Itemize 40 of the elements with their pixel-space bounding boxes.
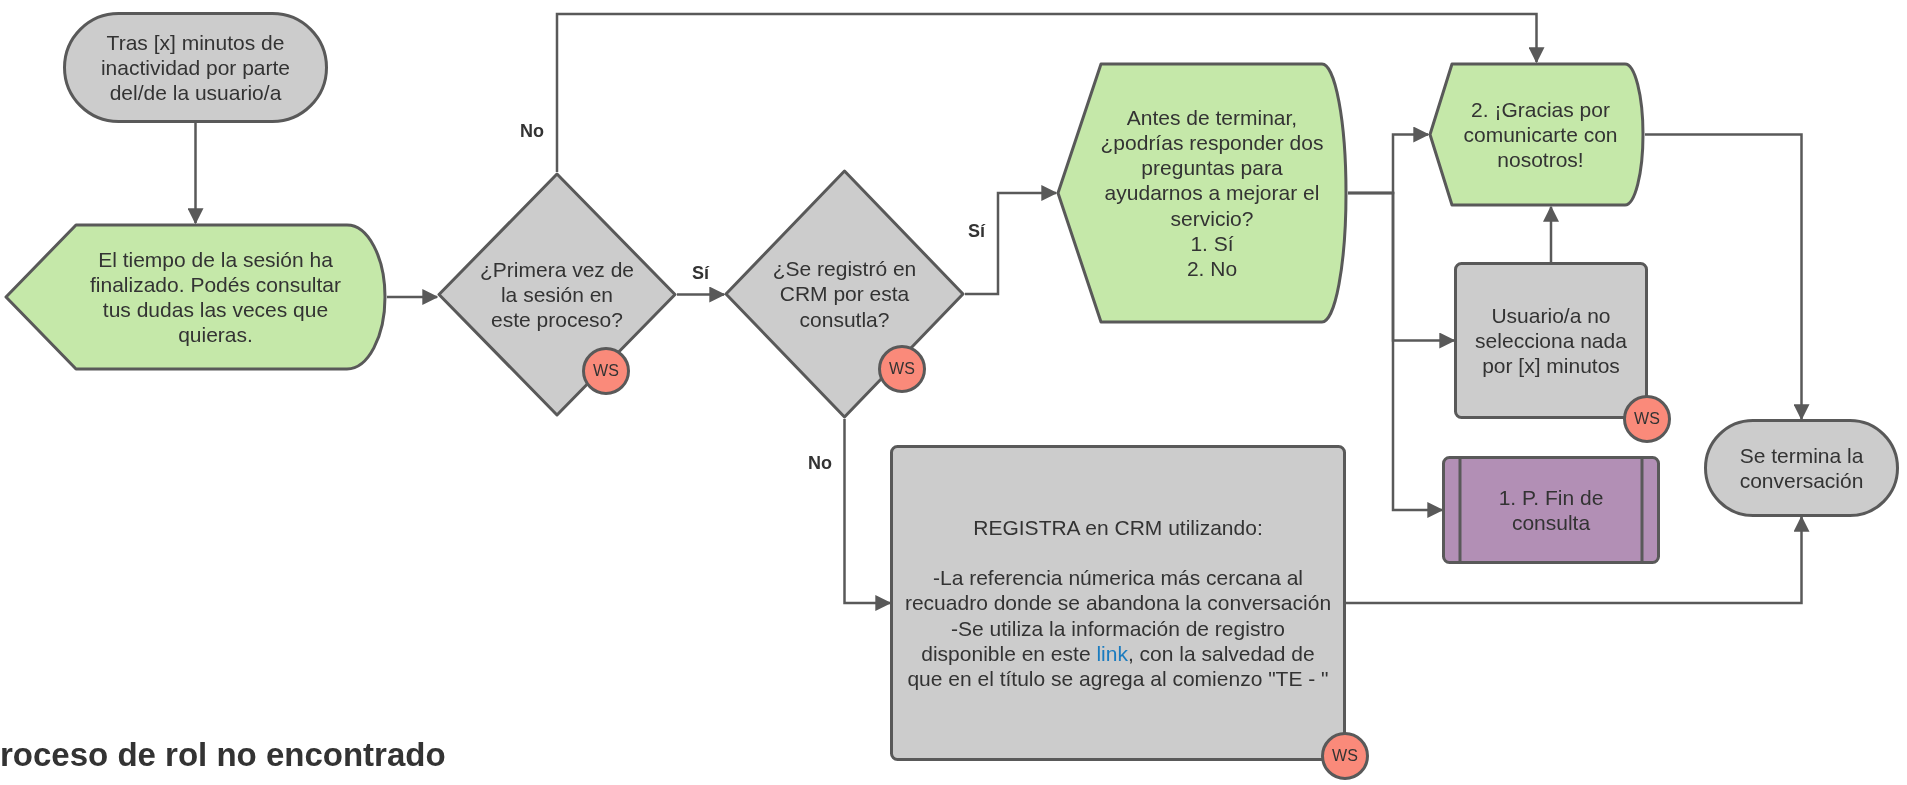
decision-diamond bbox=[437, 172, 677, 417]
ws-circle bbox=[582, 347, 630, 395]
arrow bbox=[843, 419, 892, 611]
arrow bbox=[1348, 191, 1444, 518]
node-text: -La referencia númerica más cercana al recuadro donde se abandona la conversación bbox=[904, 565, 1332, 616]
node-text: Se termina la conversación bbox=[1738, 442, 1865, 494]
ws-circle bbox=[1321, 732, 1369, 780]
display-shape bbox=[4, 223, 387, 371]
arrow bbox=[965, 185, 1058, 296]
arrow bbox=[187, 123, 204, 225]
node-text: El tiempo de la sesión ha finalizado. Podés consultar tus dudas las veces que quieras. bbox=[89, 246, 342, 348]
node-text: Usuario/a no selecciona nada por [x] minutos bbox=[1474, 302, 1628, 379]
circle-label: WS bbox=[593, 361, 619, 381]
arrow bbox=[1543, 205, 1559, 262]
subprocess-box bbox=[1442, 456, 1660, 564]
circle-label: WS bbox=[1634, 409, 1660, 429]
diagram-title: roceso de rol no encontrado bbox=[0, 736, 446, 774]
arrow bbox=[387, 289, 439, 305]
node-text: 2. ¡Gracias por comunicarte con nosotros! bbox=[1462, 96, 1619, 173]
node-text: 2. No bbox=[1186, 255, 1238, 282]
node-text: ¿Primera vez de la sesión en este proceso? bbox=[479, 256, 635, 333]
arrow bbox=[1645, 133, 1810, 421]
node-text: REGISTRA en CRM utilizando: bbox=[973, 514, 1263, 541]
arrow bbox=[1346, 515, 1810, 605]
ws-circle bbox=[878, 345, 926, 393]
link: link bbox=[1096, 641, 1128, 665]
arrow bbox=[677, 286, 726, 303]
node-text: ¿Se registró en CRM por esta consutla? bbox=[771, 256, 918, 332]
node-text: 1. P. Fin de consulta bbox=[1497, 484, 1605, 536]
ws-circle bbox=[1623, 395, 1671, 443]
display-shape bbox=[1428, 62, 1645, 207]
display-shape bbox=[1056, 62, 1348, 324]
node-text: Antes de terminar, ¿podrías responder dos preguntas para ayudarnos a mejorar el servicio? bbox=[1099, 104, 1325, 231]
decision-diamond bbox=[724, 169, 965, 419]
node-text: -Se utiliza la información de registro disponible en este link, con la salvedad de que en el título se agrega al comienzo "TE - " bbox=[906, 615, 1330, 692]
circle-label: WS bbox=[1332, 746, 1358, 766]
circle-label: WS bbox=[889, 359, 915, 379]
arrow bbox=[555, 12, 1545, 172]
node-text: Tras [x] minutos de inactividad por parte del/de la usuario/a bbox=[99, 29, 292, 106]
node-text: 1. Sí bbox=[1190, 230, 1234, 256]
